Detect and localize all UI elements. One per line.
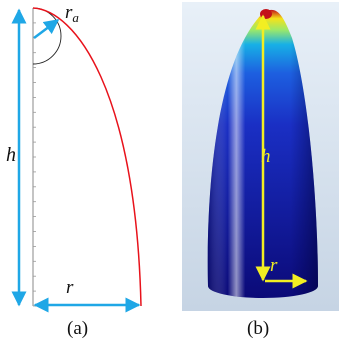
apex-radius-subscript: a	[72, 10, 79, 25]
radius-label: r	[66, 277, 74, 298]
apex-radius-label: ra	[65, 2, 79, 25]
apex-radius-arrow	[33, 19, 60, 39]
apex-radius-symbol: r	[65, 2, 73, 23]
height-label-b: h	[261, 146, 271, 167]
caption-a: (a)	[67, 318, 89, 339]
height-label: h	[6, 144, 16, 166]
panel-b: h r	[182, 2, 339, 311]
profile-curve	[32, 7, 142, 307]
panel-a: h r ra	[6, 2, 142, 313]
caption-b: (b)	[247, 318, 270, 339]
axis-ticks	[33, 7, 36, 307]
radius-label-b: r	[270, 255, 278, 276]
